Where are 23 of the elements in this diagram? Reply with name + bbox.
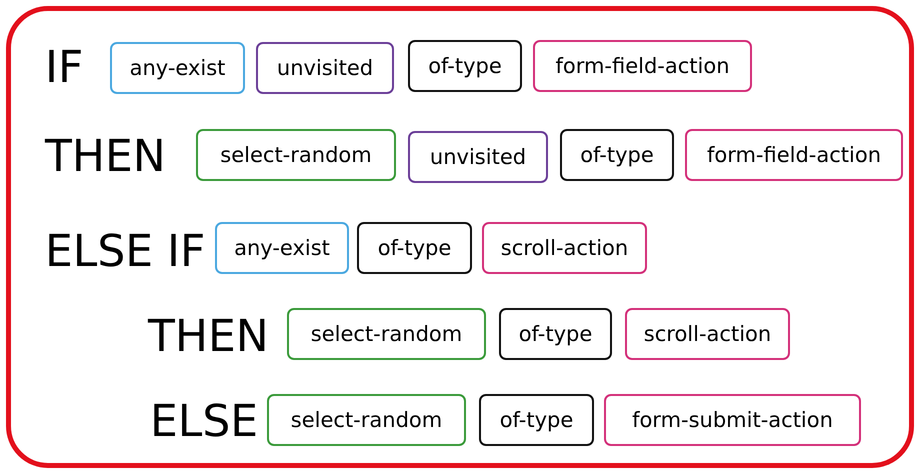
term-tag: unvisited: [408, 131, 548, 183]
term-tag: select-random: [267, 394, 466, 446]
term-tag: of-type: [408, 40, 522, 92]
keyword: THEN: [45, 131, 166, 183]
term-tag: form-field-action: [533, 40, 752, 92]
keyword: ELSE: [150, 396, 258, 448]
keyword: IF: [45, 42, 84, 94]
term-tag: of-type: [479, 394, 594, 446]
term-tag: form-submit-action: [604, 394, 861, 446]
term-tag: scroll-action: [482, 222, 647, 274]
term-tag: unvisited: [256, 42, 394, 94]
term-tag: of-type: [560, 129, 674, 181]
keyword: ELSE IF: [45, 226, 206, 278]
term-tag: any-exist: [215, 222, 349, 274]
term-tag: select-random: [287, 308, 486, 360]
term-tag: of-type: [499, 308, 612, 360]
term-tag: any-exist: [110, 42, 245, 94]
term-tag: form-field-action: [685, 129, 903, 181]
term-tag: of-type: [357, 222, 472, 274]
term-tag: select-random: [196, 129, 396, 181]
rounded-frame: [6, 6, 914, 468]
term-tag: scroll-action: [625, 308, 790, 360]
keyword: THEN: [148, 311, 269, 363]
